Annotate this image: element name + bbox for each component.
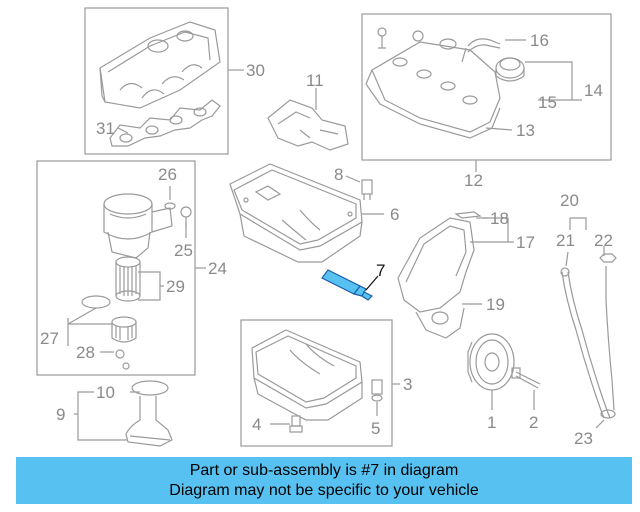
lower-oil-pan-drawing xyxy=(251,329,363,421)
callout-24: 24 xyxy=(208,259,227,278)
callout-12: 12 xyxy=(464,171,483,190)
callout-21: 21 xyxy=(556,231,575,250)
callout-26: 26 xyxy=(158,165,177,184)
sealant-tube-part-7 xyxy=(321,269,374,301)
crank-pulley-drawing xyxy=(467,333,515,391)
filter-o-ring-drawing xyxy=(81,295,111,309)
callout-4: 4 xyxy=(252,415,261,434)
callout-29: 29 xyxy=(166,277,185,296)
callout-13: 13 xyxy=(516,121,535,140)
oil-temp-sensor-drawing xyxy=(361,179,373,200)
intake-manifold-group-box xyxy=(84,7,229,155)
callout-5: 5 xyxy=(371,419,380,438)
banner-line-part-number: Part or sub-assembly is #7 in diagram xyxy=(189,461,459,479)
callout-17: 17 xyxy=(516,233,535,252)
pcv-valve-drawing xyxy=(495,57,525,82)
breather-hose-drawing xyxy=(461,38,501,63)
dipstick-tube-drawing xyxy=(560,267,611,419)
callout-10: 10 xyxy=(96,383,115,402)
callout-20: 20 xyxy=(560,191,579,210)
valve-cover-drawing xyxy=(365,27,501,139)
callout-8: 8 xyxy=(334,165,343,184)
callout-1: 1 xyxy=(487,413,496,432)
callout-30: 30 xyxy=(246,61,265,80)
drain-plug-small-drawing xyxy=(115,349,130,370)
crank-bolt-drawing xyxy=(511,367,541,389)
dipstick-seal-drawing xyxy=(600,409,616,419)
filter-cap-drawing xyxy=(111,316,137,343)
oil-pickup-drawing xyxy=(125,380,173,447)
callout-23: 23 xyxy=(574,429,593,448)
callout-9: 9 xyxy=(56,405,65,424)
dipstick-drawing xyxy=(599,253,617,411)
callout-3: 3 xyxy=(403,375,412,394)
callout-11: 11 xyxy=(306,71,324,90)
oil-filter-element-drawing xyxy=(115,256,141,302)
callout-7-highlighted: 7 xyxy=(376,261,385,280)
timing-cover-drawing xyxy=(397,211,482,339)
callout-27: 27 xyxy=(40,329,59,348)
callout-31: 31 xyxy=(96,119,115,138)
banner-line-disclaimer: Diagram may not be specific to your vehi… xyxy=(169,481,479,499)
oil-level-sensor-drawing xyxy=(371,379,383,402)
info-banner: Part or sub-assembly is #7 in diagram Di… xyxy=(16,457,632,504)
callout-16: 16 xyxy=(530,31,549,50)
upper-oil-pan-drawing xyxy=(229,163,363,263)
callout-14: 14 xyxy=(584,81,603,100)
callout-6: 6 xyxy=(390,205,399,224)
callout-18: 18 xyxy=(490,209,509,228)
intake-gasket-drawing xyxy=(109,99,221,147)
valve-cover-group-box xyxy=(361,13,612,161)
drain-plug-drawing xyxy=(289,415,303,433)
oil-baffle-drawing xyxy=(267,99,349,151)
callout-22: 22 xyxy=(594,231,613,250)
housing-seal-drawing xyxy=(164,202,176,210)
intake-manifold-drawing xyxy=(99,21,221,109)
oil-filter-housing-drawing xyxy=(103,193,173,259)
callout-19: 19 xyxy=(486,295,505,314)
callout-2: 2 xyxy=(529,413,538,432)
lower-oil-pan-group-box xyxy=(240,319,393,447)
callout-25: 25 xyxy=(174,241,193,260)
callout-28: 28 xyxy=(76,343,95,362)
callout-15: 15 xyxy=(538,93,557,112)
